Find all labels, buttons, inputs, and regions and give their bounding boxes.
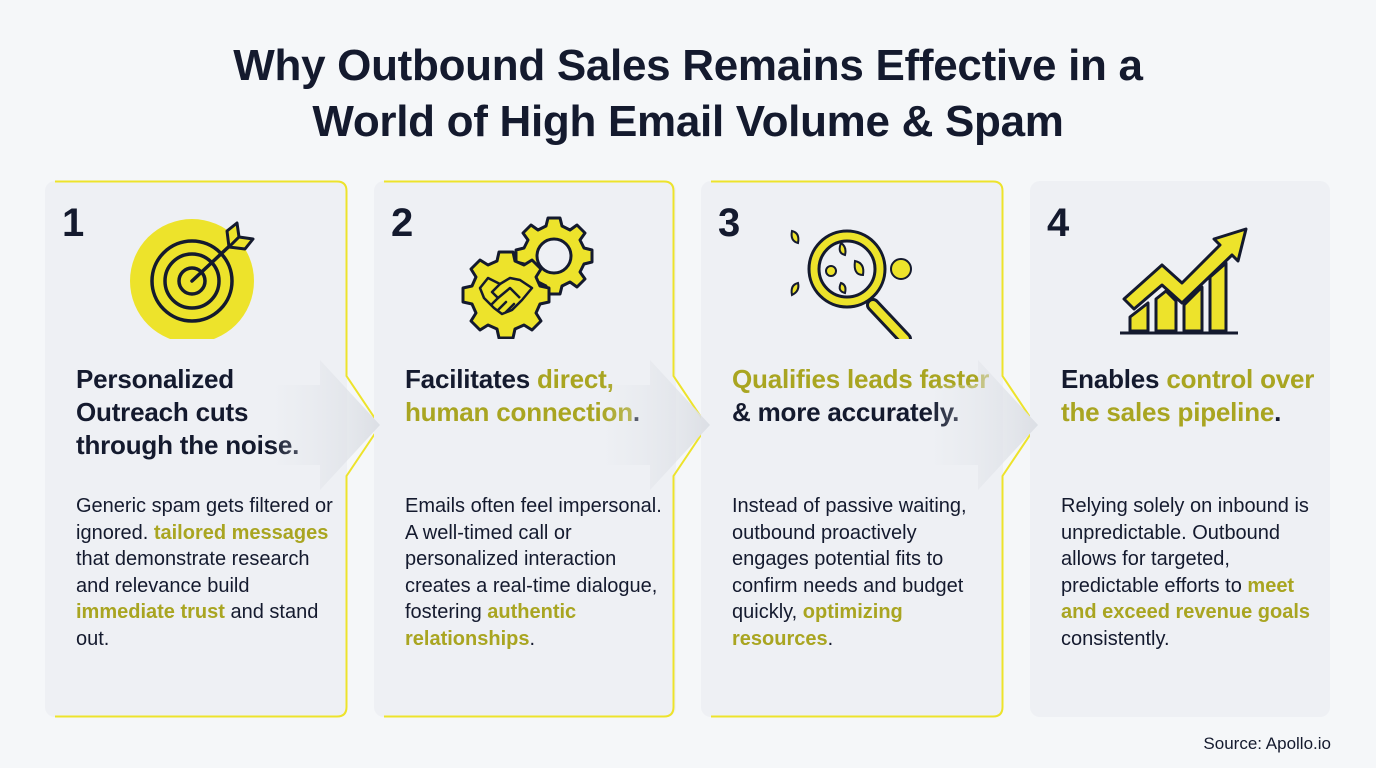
body-highlight: optimizing resources bbox=[732, 601, 903, 650]
magnifying-glass-icon bbox=[781, 209, 921, 346]
heading-text: Facilitates bbox=[405, 364, 537, 394]
body-text: . bbox=[827, 627, 834, 650]
body-text: consistently. bbox=[1061, 627, 1170, 650]
body-highlight: authentic relationships bbox=[405, 601, 577, 650]
card-4: 4 Enables control over the sales pipelin… bbox=[1030, 181, 1330, 717]
heading-text: Personalized Outreach cuts through the n… bbox=[76, 364, 300, 460]
heading-text: & more accurately. bbox=[732, 397, 960, 427]
card-body: Relying solely on inbound is unpredictab… bbox=[1061, 493, 1321, 652]
heading-text: Enables bbox=[1061, 364, 1167, 394]
body-highlight: immediate trust bbox=[76, 601, 225, 623]
heading-text: . bbox=[632, 397, 640, 427]
card-body: Emails often feel impersonal. A well-tim… bbox=[405, 493, 665, 652]
source-credit: Source: Apollo.io bbox=[1203, 734, 1331, 753]
step-number: 1 bbox=[62, 201, 85, 245]
card-1: 1 Personalized Outreach cuts through the… bbox=[45, 180, 382, 718]
growth-chart-icon bbox=[1110, 209, 1250, 339]
card-2: 2 Facilitates direct, human connection. … bbox=[374, 180, 709, 718]
page-title: Why Outbound Sales Remains Effective in … bbox=[0, 38, 1376, 150]
target-arrow-icon bbox=[125, 209, 265, 343]
body-text: Relying solely on inbound is unpredictab… bbox=[1061, 495, 1309, 597]
card-body: Instead of passive waiting, outbound pro… bbox=[732, 493, 992, 652]
card-heading: Personalized Outreach cuts through the n… bbox=[76, 363, 336, 462]
card-3: 3 Qualifies leads faster & more accurate… bbox=[701, 180, 1038, 718]
card-heading: Enables control over the sales pipeline. bbox=[1061, 363, 1321, 429]
step-number: 3 bbox=[718, 201, 741, 245]
card-body: Generic spam gets filtered or ignored. t… bbox=[76, 493, 336, 652]
body-text: that demonstrate research and relevance … bbox=[76, 548, 310, 597]
heading-highlight: control over the sales pipeline bbox=[1061, 364, 1315, 427]
body-highlight: meet and exceed revenue goals bbox=[1061, 574, 1311, 624]
step-number: 4 bbox=[1047, 201, 1070, 245]
body-text: Instead of passive waiting, outbound pro… bbox=[732, 495, 967, 623]
gears-handshake-icon bbox=[454, 209, 594, 340]
card-heading: Facilitates direct, human connection. bbox=[405, 363, 665, 429]
body-highlight: tailored messages bbox=[153, 521, 329, 544]
body-text: Emails often feel impersonal. A well-tim… bbox=[405, 495, 662, 623]
heading-highlight: Qualifies leads faster bbox=[732, 364, 990, 394]
body-text: and stand out. bbox=[76, 601, 319, 650]
step-number: 2 bbox=[391, 201, 414, 245]
title-line-1: Why Outbound Sales Remains Effective in … bbox=[233, 41, 1143, 90]
body-text: . bbox=[529, 627, 536, 650]
title-line-2: World of High Email Volume & Spam bbox=[312, 97, 1064, 146]
card-heading: Qualifies leads faster & more accurately… bbox=[732, 363, 992, 429]
heading-text: . bbox=[1274, 397, 1282, 427]
body-text: Generic spam gets filtered or ignored. bbox=[76, 495, 333, 544]
